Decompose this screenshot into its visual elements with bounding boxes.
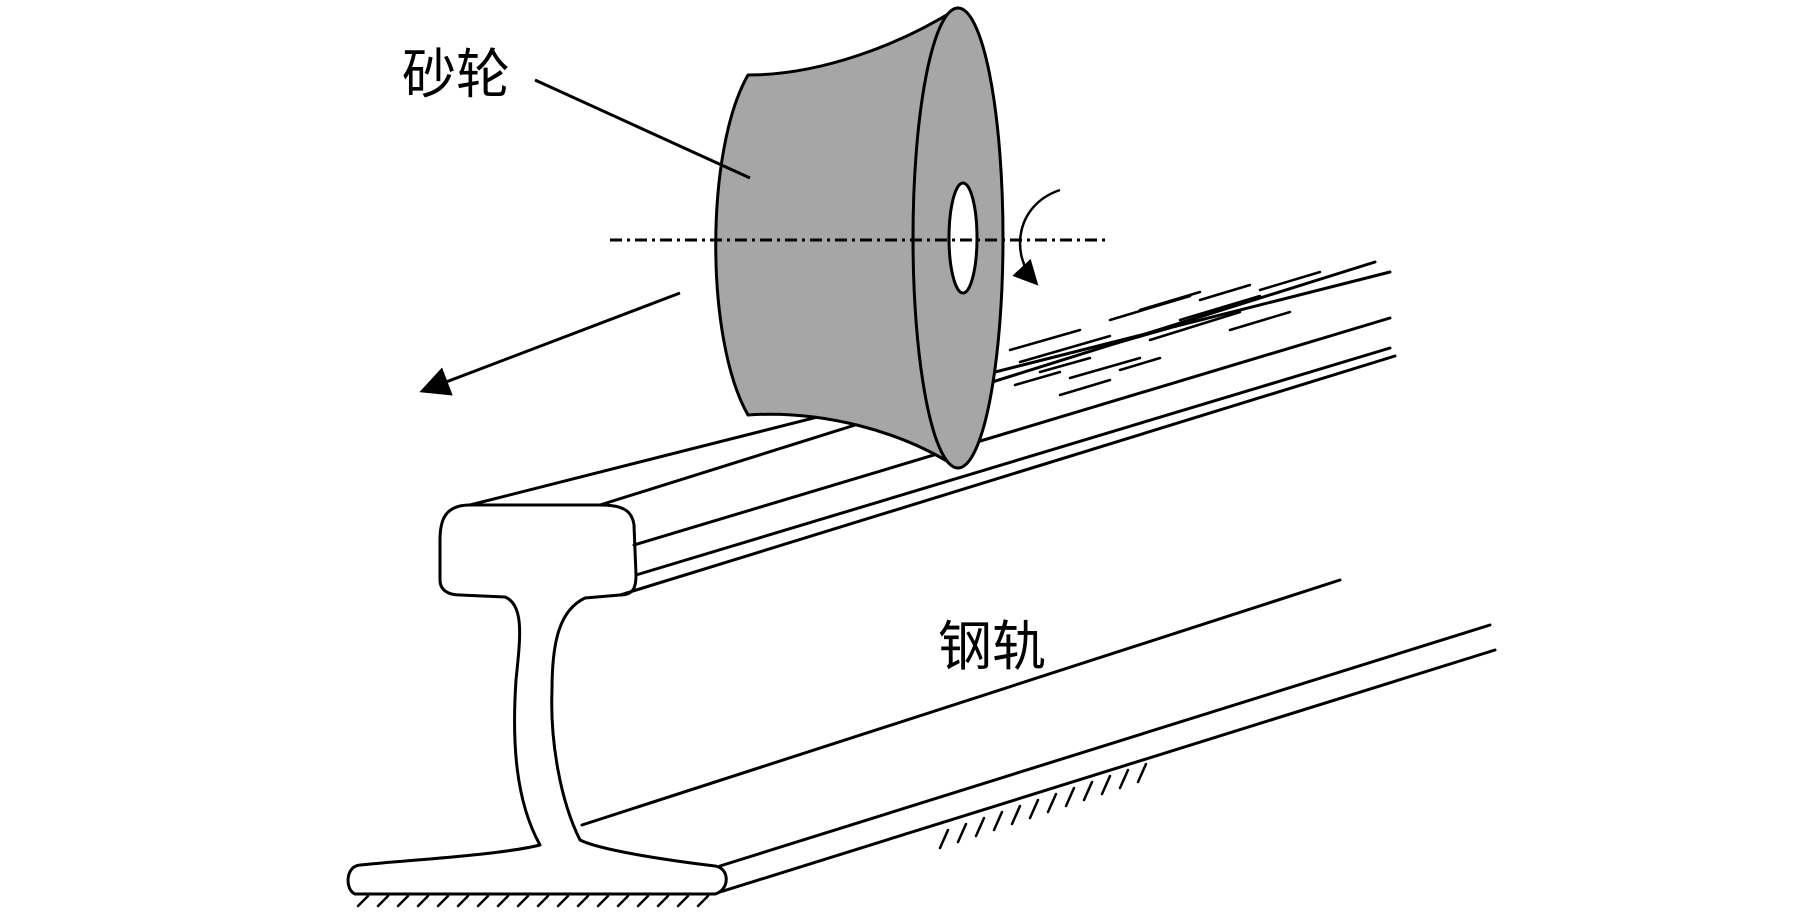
rotation-arrow — [1012, 188, 1061, 286]
feed-direction-arrow — [419, 291, 681, 396]
ground-hatching — [356, 762, 1148, 908]
rail-label: 钢轨 — [938, 615, 1046, 678]
rail-head-gauge-line-1 — [632, 316, 1392, 547]
rail-foot-bottom-line — [718, 648, 1497, 894]
grinding-wheel-leader-line — [534, 78, 751, 180]
rail-profile — [346, 503, 728, 896]
grinding-wheel — [714, 6, 1005, 470]
rail-head-underside — [618, 354, 1397, 597]
rail — [346, 260, 1497, 896]
grinding-wheel-label: 砂轮 — [402, 43, 510, 106]
grinding-wheel-body — [714, 6, 960, 470]
grinding-wheel-hole — [947, 181, 979, 295]
grinding-marks — [1008, 270, 1322, 397]
rail-foot-top-line — [718, 623, 1492, 868]
rail-web-line — [580, 578, 1342, 827]
rail-head-gauge-line-2 — [634, 346, 1392, 577]
